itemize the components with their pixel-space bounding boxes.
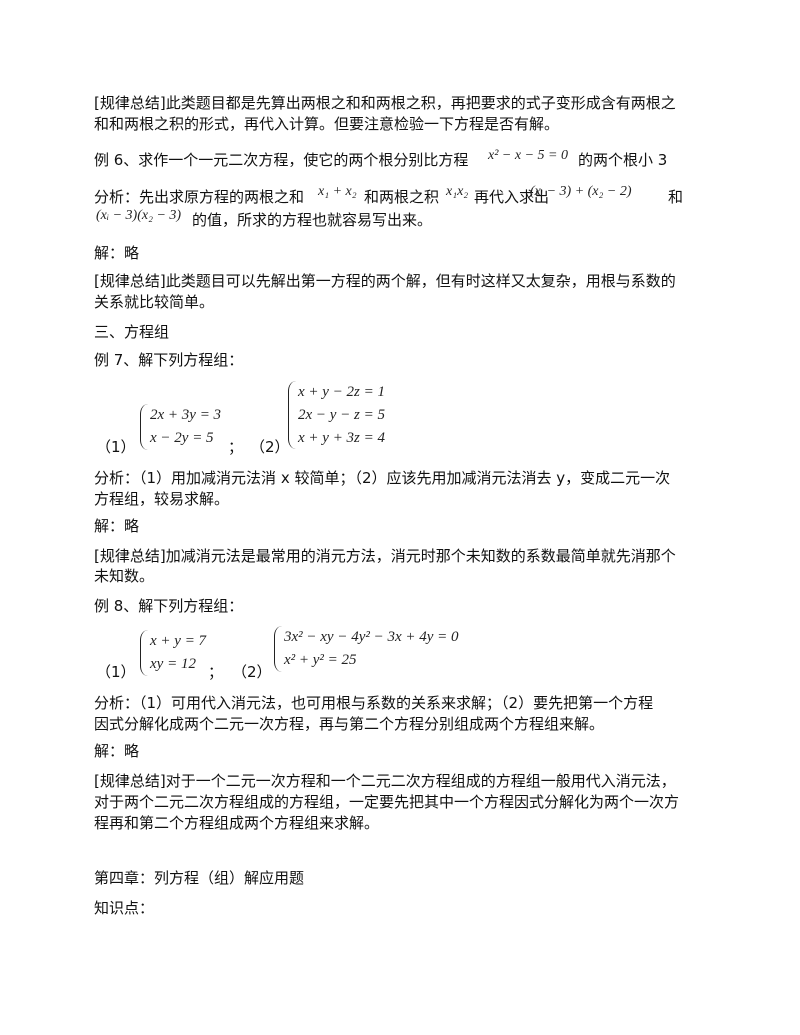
example-7-system-1: 2x + 3y = 3 x − 2y = 5: [140, 404, 260, 452]
example-7-label-1: （1）: [96, 438, 136, 456]
analysis-6-part-a: 分析：先出求原方程的两根之和: [94, 188, 305, 206]
analysis-8-line-1: 分析：（1）可用代入消元法，也可用根与系数的关系来求解；（2）要先把第一个方程: [94, 694, 654, 712]
example-7-system-2: x + y − 2z = 1 2x − y − z = 5 x + y + 3z…: [288, 381, 428, 451]
summary-paragraph-3-line-1: [规律总结]加减消元法是最常用的消元方法，消元时那个未知数的系数最简单就先消那个: [94, 547, 676, 565]
system-brace: [140, 404, 149, 450]
summary-paragraph-4-line-2: 对于两个二元二次方程组成的方程组，一定要先把其中一个方程因式分解化为两个一次方: [94, 793, 680, 811]
system-equation: 2x − y − z = 5: [298, 407, 386, 423]
knowledge-points-heading: 知识点：: [94, 899, 155, 917]
summary-paragraph-3-line-2: 未知数。: [94, 567, 155, 585]
example-8-label-1: （1）: [96, 663, 136, 681]
analysis-6-math-product: x₁x₂: [446, 184, 469, 199]
example-7-label-2: （2）: [250, 438, 290, 456]
system-equation: 3x² − xy − 4y² − 3x + 4y = 0: [284, 629, 459, 645]
summary-paragraph-4-line-1: [规律总结]对于一个二元一次方程和一个二元二次方程组成的方程组一般用代入消元法，: [94, 772, 676, 790]
system-equation: 2x + 3y = 3: [150, 407, 222, 423]
system-brace: [140, 630, 149, 676]
example-8-heading: 例 8、解下列方程组：: [94, 597, 244, 615]
chapter-4-heading: 第四章：列方程（组）解应用题: [94, 869, 305, 887]
example-8-system-1: x + y = 7 xy = 12: [140, 630, 250, 678]
solution-6: 解：略: [94, 244, 140, 262]
analysis-6-part-d: 和: [668, 188, 684, 206]
system-brace: [274, 626, 283, 672]
example-6-prefix: 例 6、求作一个一元二次方程，使它的两个根分别比方程: [94, 151, 469, 169]
summary-paragraph-2-line-1: [规律总结]此类题目可以先解出第一方程的两个解，但有时这样又太复杂，用根与系数的: [94, 272, 676, 290]
analysis-7-line-1: 分析：（1）用加减消元法消 x 较简单；（2）应该先用加减消元法消去 y，变成二…: [94, 469, 671, 487]
system-equation: x − 2y = 5: [150, 430, 214, 446]
example-7-heading: 例 7、解下列方程组：: [94, 351, 244, 369]
example-8-separator: ；: [208, 663, 224, 681]
analysis-7-line-2: 方程组，较易求解。: [94, 490, 230, 508]
analysis-6-part-b: 和两根之积: [364, 188, 440, 206]
analysis-6-part-e: 的值，所求的方程也就容易写出来。: [192, 211, 433, 229]
analysis-6-math-sum: x₁ + x₂: [318, 184, 357, 199]
solution-7: 解：略: [94, 517, 140, 535]
solution-8: 解：略: [94, 742, 140, 760]
summary-paragraph-2-line-2: 关系就比较简单。: [94, 293, 215, 311]
analysis-6-part-c: 再代入求出: [474, 188, 550, 206]
example-8-system-2: 3x² − xy − 4y² − 3x + 4y = 0 x² + y² = 2…: [274, 626, 474, 674]
section-3-heading: 三、方程组: [94, 323, 170, 341]
system-equation: x + y = 7: [150, 633, 207, 649]
summary-paragraph-4-line-3: 程再和第二个方程组成两个方程组来求解。: [94, 814, 380, 832]
system-equation: xy = 12: [150, 656, 196, 672]
summary-paragraph-1-line-2: 和和两根之积的形式，再代入计算。但要注意检验一下方程是否有解。: [94, 115, 560, 133]
analysis-6-math-expression: (xᵢ − 3) + (x₂ − 2): [530, 184, 632, 199]
analysis-6-math-product-expression: (xᵢ − 3)(x₂ − 3): [96, 208, 182, 223]
example-7-separator: ；: [228, 438, 244, 456]
analysis-8-line-2: 因式分解化成两个二元一次方程，再与第二个方程分别组成两个方程组来解。: [94, 715, 605, 733]
system-equation: x + y − 2z = 1: [298, 384, 386, 400]
system-equation: x + y + 3z = 4: [298, 430, 386, 446]
example-8-label-2: （2）: [232, 663, 272, 681]
example-6-suffix: 的两个根小 3: [578, 151, 668, 169]
system-brace: [288, 381, 297, 449]
summary-paragraph-1-line-1: [规律总结]此类题目都是先算出两根之和和两根之积，再把要求的式子变形成含有两根之: [94, 94, 676, 112]
example-6-equation: x² − x − 5 = 0: [488, 148, 568, 163]
system-equation: x² + y² = 25: [284, 652, 357, 668]
